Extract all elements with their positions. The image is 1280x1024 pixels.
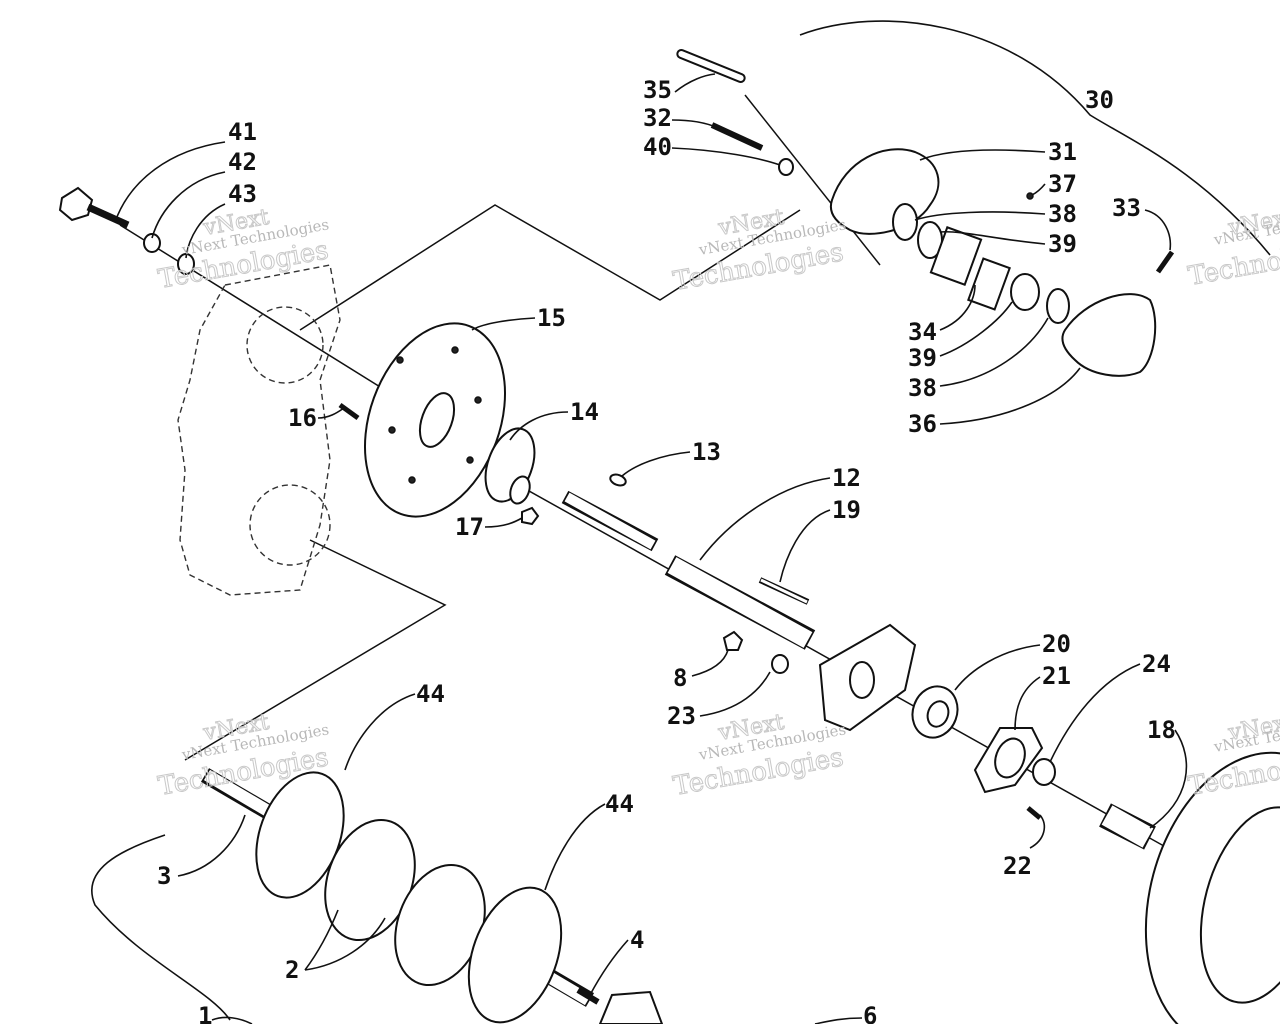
bracket-30 bbox=[799, 20, 1271, 256]
callout-32: 32 bbox=[643, 104, 672, 132]
screw-22 bbox=[1026, 806, 1042, 820]
callout-42: 42 bbox=[228, 148, 257, 176]
callout-1: 1 bbox=[198, 1002, 212, 1024]
callout-20: 20 bbox=[1042, 630, 1071, 658]
callout-35: 35 bbox=[643, 76, 672, 104]
callout-19: 19 bbox=[832, 496, 861, 524]
flange-boss bbox=[509, 475, 531, 505]
nut-8 bbox=[722, 630, 744, 651]
washer-40 bbox=[778, 158, 794, 176]
callout-37: 37 bbox=[1048, 170, 1077, 198]
washer-42 bbox=[143, 233, 161, 253]
housing-outline bbox=[177, 264, 341, 596]
bracket-1 bbox=[91, 834, 231, 1021]
assembly-lines bbox=[91, 20, 1271, 1021]
callout-41: 41 bbox=[228, 118, 257, 146]
washer-24 bbox=[1032, 758, 1056, 786]
pin-35 bbox=[676, 49, 746, 83]
callout-8: 8 bbox=[673, 664, 687, 692]
caliper-assembly-30 bbox=[676, 49, 1175, 377]
chain-case-housing bbox=[177, 264, 341, 596]
hub-flange-14 bbox=[484, 427, 536, 505]
spacer-18 bbox=[1099, 803, 1156, 850]
caliper-axis-line bbox=[744, 94, 881, 266]
housing-lower-bore bbox=[249, 484, 331, 566]
callout-18: 18 bbox=[1147, 716, 1176, 744]
bearing-20-inner bbox=[926, 700, 950, 728]
caliper-body-36 bbox=[1061, 293, 1157, 377]
leader-lines bbox=[114, 73, 1188, 1024]
sleeve-12 bbox=[664, 555, 816, 650]
key-13 bbox=[609, 473, 627, 487]
callout-labels: 41 42 43 35 32 40 30 31 37 38 39 33 34 3… bbox=[157, 76, 1176, 1024]
lower-zigzag-line bbox=[184, 539, 447, 761]
callout-6: 6 bbox=[863, 1002, 877, 1024]
callout-2: 2 bbox=[285, 956, 299, 984]
bearing-housing-bore bbox=[849, 661, 875, 699]
bearing-flange-21-bore bbox=[994, 737, 1026, 779]
callout-4: 4 bbox=[630, 926, 644, 954]
seal-38-upper bbox=[892, 203, 918, 241]
callout-38-upper: 38 bbox=[1048, 200, 1077, 228]
callout-24: 24 bbox=[1142, 650, 1171, 678]
callout-43: 43 bbox=[228, 180, 257, 208]
upper-zigzag-line bbox=[299, 204, 801, 331]
callout-12: 12 bbox=[832, 464, 861, 492]
disc-hub bbox=[418, 392, 456, 448]
callout-13: 13 bbox=[692, 438, 721, 466]
callout-39-upper: 39 bbox=[1048, 230, 1077, 258]
callout-3: 3 bbox=[157, 862, 171, 890]
callout-39-lower: 39 bbox=[908, 344, 937, 372]
bolt-41 bbox=[58, 186, 130, 229]
sprocket-44-lower bbox=[467, 886, 563, 1024]
callout-16: 16 bbox=[288, 404, 317, 432]
bolt-shank bbox=[86, 203, 130, 229]
bleeder-33 bbox=[1155, 250, 1175, 274]
callout-34: 34 bbox=[908, 318, 937, 346]
screw-16 bbox=[338, 402, 360, 421]
callout-21: 21 bbox=[1042, 662, 1071, 690]
bolt-axis-line bbox=[119, 224, 386, 391]
callout-44-lower: 44 bbox=[605, 790, 634, 818]
bolt-32 bbox=[710, 122, 764, 151]
callout-38-lower: 38 bbox=[908, 374, 937, 402]
stub-shaft bbox=[561, 490, 659, 552]
washer-23 bbox=[771, 654, 789, 674]
callout-40: 40 bbox=[643, 133, 672, 161]
pad-34b bbox=[967, 257, 1011, 311]
key-19 bbox=[758, 577, 810, 605]
end-plate bbox=[598, 990, 664, 1024]
housing-upper-bore bbox=[246, 306, 324, 384]
caliper-body-31 bbox=[830, 148, 940, 235]
callout-30: 30 bbox=[1085, 86, 1114, 114]
bolt-head bbox=[58, 186, 94, 222]
wheel-hub bbox=[1199, 806, 1280, 1004]
nut-17 bbox=[521, 506, 540, 526]
bolt-4 bbox=[576, 987, 600, 1005]
callout-23: 23 bbox=[667, 702, 696, 730]
callout-31: 31 bbox=[1048, 138, 1077, 166]
callout-33: 33 bbox=[1112, 194, 1141, 222]
callout-36: 36 bbox=[908, 410, 937, 438]
track-wheel bbox=[1144, 751, 1280, 1024]
callout-17: 17 bbox=[455, 513, 484, 541]
piston-39-lower bbox=[1010, 273, 1040, 311]
callout-15: 15 bbox=[537, 304, 566, 332]
drive-shaft-sprockets bbox=[200, 768, 664, 1024]
ring-37 bbox=[1026, 192, 1034, 200]
callout-44-upper: 44 bbox=[416, 680, 445, 708]
seal-38-lower bbox=[1046, 288, 1070, 324]
callout-14: 14 bbox=[570, 398, 599, 426]
callout-22: 22 bbox=[1003, 852, 1032, 880]
